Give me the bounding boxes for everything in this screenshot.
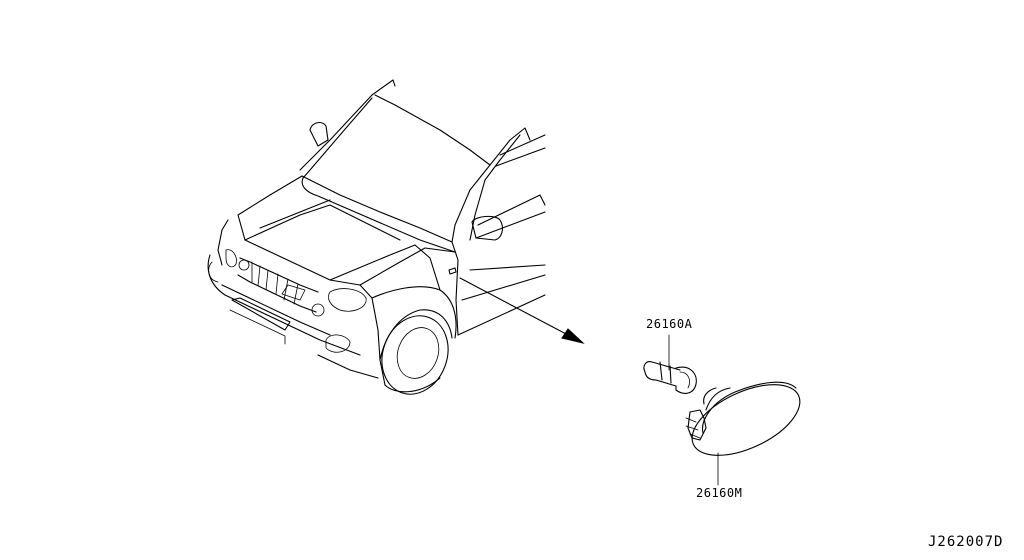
vehicle-illustration xyxy=(207,79,546,395)
lamp-illustration xyxy=(685,381,801,486)
leader-arrow xyxy=(459,277,585,344)
part-number-label: 26160M xyxy=(696,486,743,500)
diagram-code: J262007D xyxy=(928,534,1004,550)
bulb-illustration xyxy=(643,334,697,394)
part-number-label: 26160A xyxy=(646,317,693,331)
